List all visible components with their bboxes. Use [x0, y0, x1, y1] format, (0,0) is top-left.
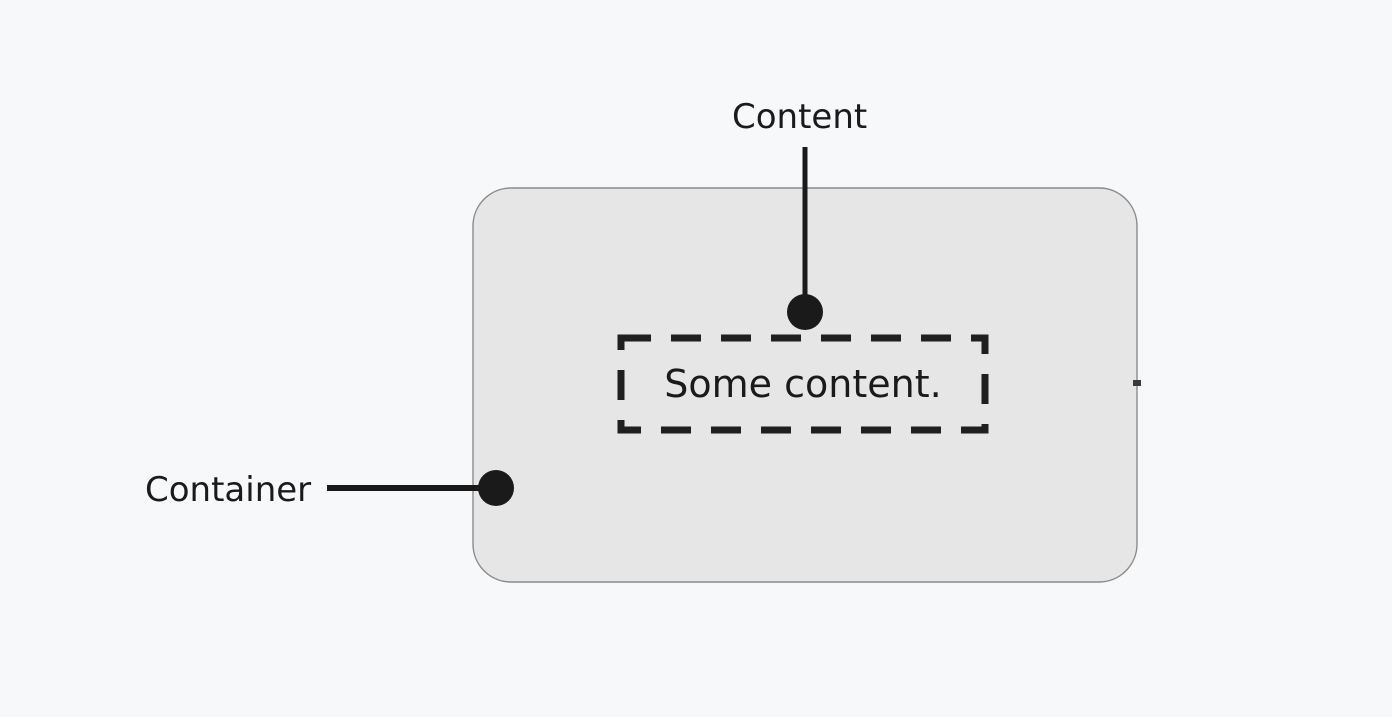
- right-edge-stub-icon: [1133, 380, 1141, 386]
- content-callout-label: Content: [732, 97, 867, 137]
- content-callout-dot[interactable]: [787, 294, 823, 330]
- container-callout-label: Container: [145, 470, 311, 510]
- content-box-text: Some content.: [664, 362, 941, 406]
- content-box[interactable]: [617, 334, 989, 434]
- container-callout-dot[interactable]: [478, 470, 514, 506]
